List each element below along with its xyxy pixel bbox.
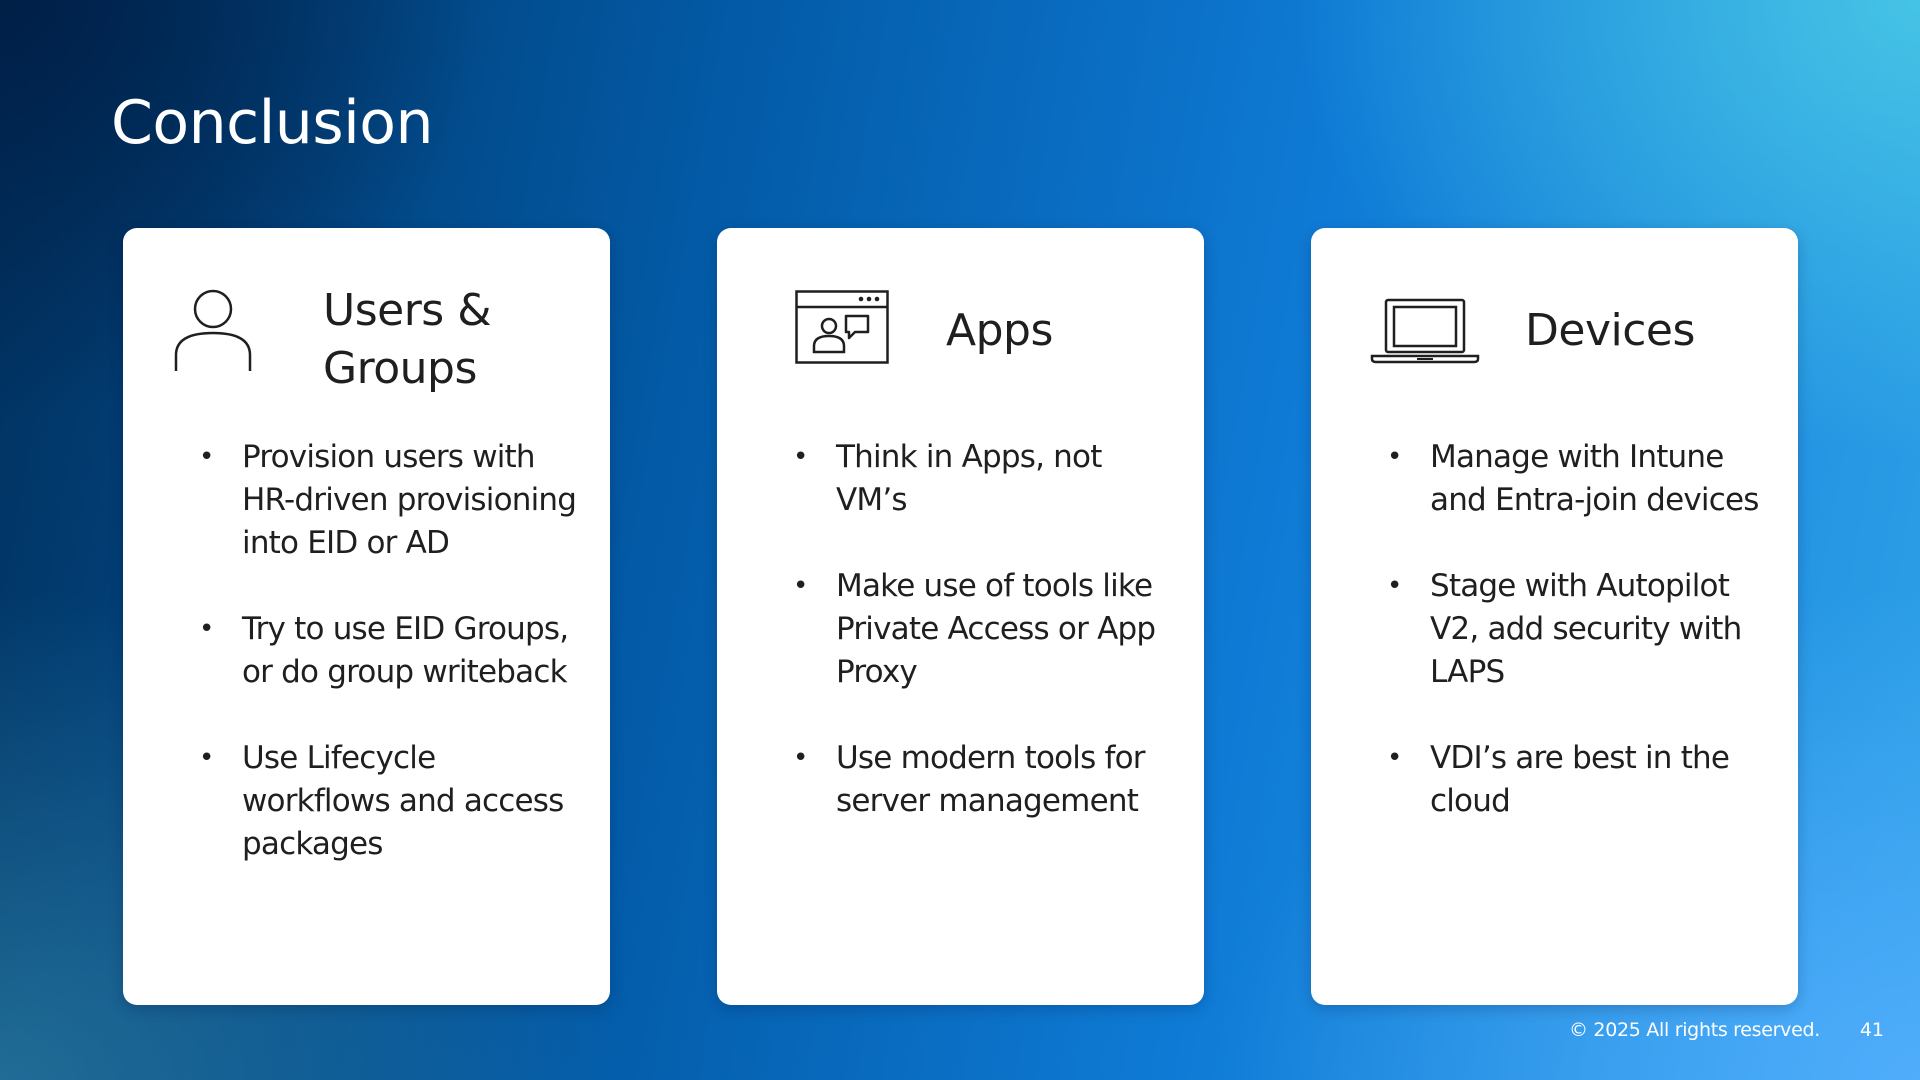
card-users-groups: Users & Groups • Provision users with HR…: [123, 228, 610, 1005]
bullet-text: Stage with Autopilot V2, add security wi…: [1430, 568, 1742, 690]
bullet-marker: •: [793, 571, 808, 601]
bullet-list: • Think in Apps, not VM’s • Make use of …: [773, 436, 1173, 866]
card-title: Apps: [946, 305, 1053, 356]
bullet-text: Make use of tools like Private Access or…: [836, 568, 1156, 690]
bullet-item: • Make use of tools like Private Access …: [773, 565, 1173, 694]
bullet-item: • Provision users with HR-driven provisi…: [179, 436, 579, 565]
card-title: Devices: [1525, 305, 1695, 356]
laptop-icon: [1370, 298, 1480, 364]
bullet-marker: •: [199, 614, 214, 644]
bullet-marker: •: [793, 442, 808, 472]
bullet-list: • Manage with Intune and Entra-join devi…: [1367, 436, 1767, 866]
footer-copyright: © 2025 All rights reserved.: [1568, 1019, 1820, 1041]
bullet-marker: •: [793, 743, 808, 773]
page-number: 41: [1859, 1019, 1884, 1041]
user-icon: [174, 289, 252, 371]
bullet-list: • Provision users with HR-driven provisi…: [179, 436, 579, 909]
bullet-text: Provision users with HR-driven provision…: [242, 439, 577, 561]
slide-title: Conclusion: [111, 88, 433, 158]
bullet-text: Use modern tools for server management: [836, 740, 1146, 819]
bullet-item: • Think in Apps, not VM’s: [773, 436, 1173, 522]
bullet-text: Use Lifecycle workflows and access packa…: [242, 740, 564, 862]
card-title: Users & Groups: [323, 285, 492, 394]
bullet-item: • Use modern tools for server management: [773, 737, 1173, 823]
bullet-text: Manage with Intune and Entra-join device…: [1430, 439, 1759, 518]
bullet-marker: •: [199, 743, 214, 773]
card-devices: Devices • Manage with Intune and Entra-j…: [1311, 228, 1798, 1005]
bullet-text: VDI’s are best in the cloud: [1430, 740, 1730, 819]
bullet-text: Think in Apps, not VM’s: [836, 439, 1102, 518]
bullet-marker: •: [1387, 571, 1402, 601]
bullet-item: • Stage with Autopilot V2, add security …: [1367, 565, 1767, 694]
bullet-item: • VDI’s are best in the cloud: [1367, 737, 1767, 823]
app-window-chat-icon: [795, 290, 889, 364]
bullet-marker: •: [1387, 442, 1402, 472]
bullet-marker: •: [199, 442, 214, 472]
bullet-item: • Use Lifecycle workflows and access pac…: [179, 737, 579, 866]
bullet-item: • Try to use EID Groups, or do group wri…: [179, 608, 579, 694]
bullet-item: • Manage with Intune and Entra-join devi…: [1367, 436, 1767, 522]
bullet-text: Try to use EID Groups, or do group write…: [242, 611, 569, 690]
bullet-marker: •: [1387, 743, 1402, 773]
card-apps: Apps • Think in Apps, not VM’s • Make us…: [717, 228, 1204, 1005]
